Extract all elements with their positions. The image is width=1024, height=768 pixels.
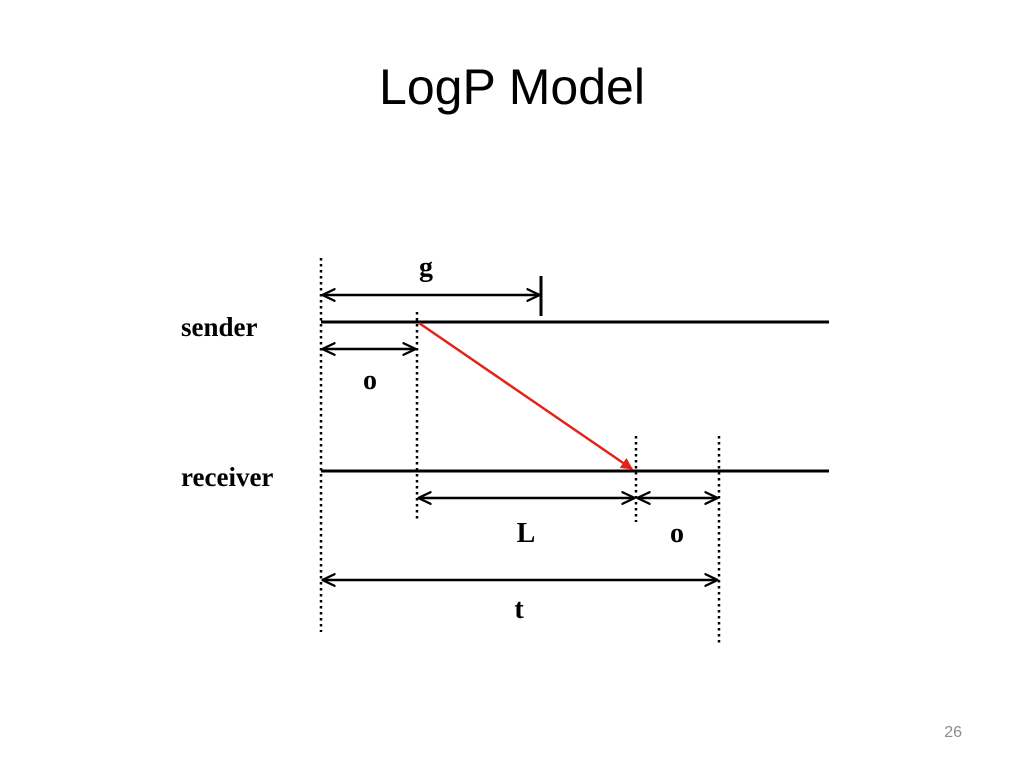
gap-label: g xyxy=(419,252,433,283)
slide-title: LogP Model xyxy=(379,59,645,115)
receive-overhead-label: o xyxy=(670,518,684,549)
page-number: 26 xyxy=(944,724,962,741)
receiver-label: receiver xyxy=(181,462,273,492)
sender-label: sender xyxy=(181,312,258,342)
total-time-label: t xyxy=(514,594,524,625)
message-arrow xyxy=(418,321,633,471)
send-overhead-label: o xyxy=(363,365,377,396)
latency-label: L xyxy=(517,518,536,549)
